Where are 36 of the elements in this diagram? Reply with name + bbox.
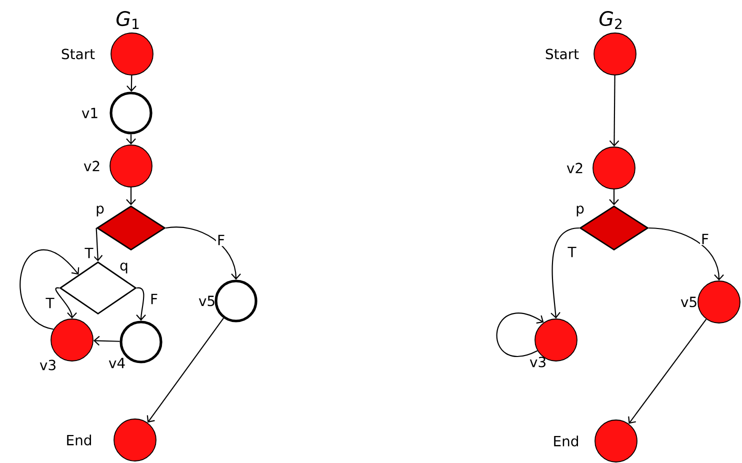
arrow: [136, 287, 146, 321]
edge-label: F: [700, 232, 710, 246]
node-label: v2: [84, 160, 100, 172]
edge-label: T: [44, 296, 56, 310]
node-label: v4: [108, 358, 125, 368]
arrow: [166, 226, 241, 280]
arrow: [609, 75, 620, 147]
node-label: Start: [62, 48, 95, 60]
edge-label: T: [566, 246, 578, 258]
node-label: q: [120, 262, 128, 274]
node-label: p: [576, 206, 584, 216]
arrow: [550, 227, 580, 319]
arrow: [92, 228, 103, 262]
arrow: [146, 318, 224, 423]
node-label: v5: [198, 296, 214, 306]
edge-label: F: [149, 292, 160, 306]
node-label: p: [96, 206, 104, 216]
node-label: v1: [82, 108, 98, 118]
node-label: v5: [680, 296, 696, 308]
node-label: End: [554, 436, 578, 446]
node-label: Start: [546, 48, 579, 60]
arrow: [496, 312, 544, 357]
node-label: v3: [40, 360, 56, 370]
arrow: [648, 227, 724, 281]
edge-label: T: [84, 246, 94, 260]
edge-label: F: [216, 234, 226, 246]
arrow: [126, 187, 136, 206]
arrow: [55, 287, 77, 319]
node-label: v3: [530, 356, 546, 368]
arrow: [20, 250, 80, 330]
node-label: End: [67, 434, 91, 446]
arrow: [628, 318, 707, 424]
arrow: [609, 189, 619, 206]
arrow: [126, 75, 136, 92]
node-label: v2: [566, 162, 582, 174]
arrow: [93, 336, 120, 346]
